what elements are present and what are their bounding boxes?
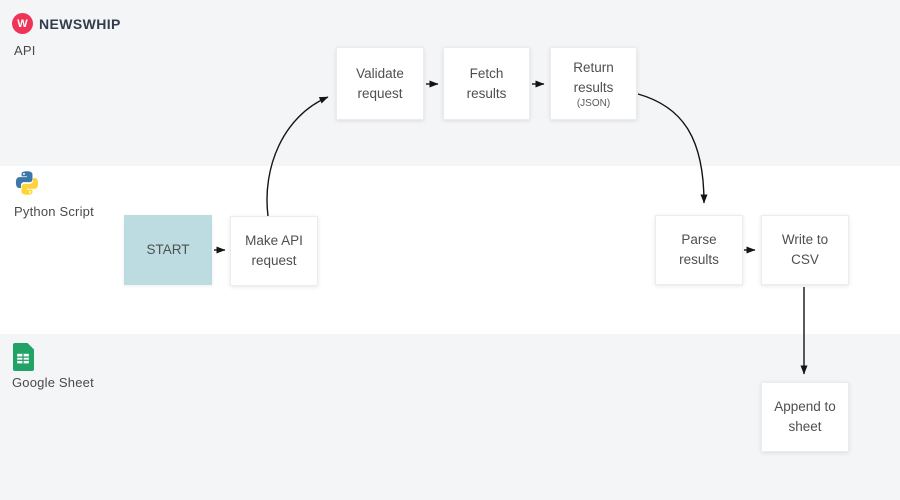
newswhip-logo-text: NEWSWHIP (39, 15, 121, 32)
node-validate-request: Validate request (336, 47, 424, 120)
node-append-to-sheet: Append to sheet (761, 382, 849, 452)
node-make-api-request: Make API request (230, 216, 318, 286)
newswhip-logo: W NEWSWHIP (12, 13, 121, 34)
node-write-to-csv: Write to CSV (761, 215, 849, 285)
node-fetch-results: Fetch results (443, 47, 530, 120)
lane-label-python: Python Script (14, 204, 94, 219)
lane-label-api: API (14, 43, 36, 58)
node-return-results-sublabel: (JSON) (576, 97, 611, 109)
newswhip-logo-icon: W (12, 13, 33, 34)
lane-label-google-sheet: Google Sheet (12, 375, 94, 390)
lane-sheet (0, 334, 900, 500)
node-return-results: Return results (JSON) (550, 47, 637, 120)
python-icon (14, 170, 40, 201)
node-start: START (124, 215, 212, 285)
google-sheets-icon (12, 343, 34, 376)
node-parse-results: Parse results (655, 215, 743, 285)
